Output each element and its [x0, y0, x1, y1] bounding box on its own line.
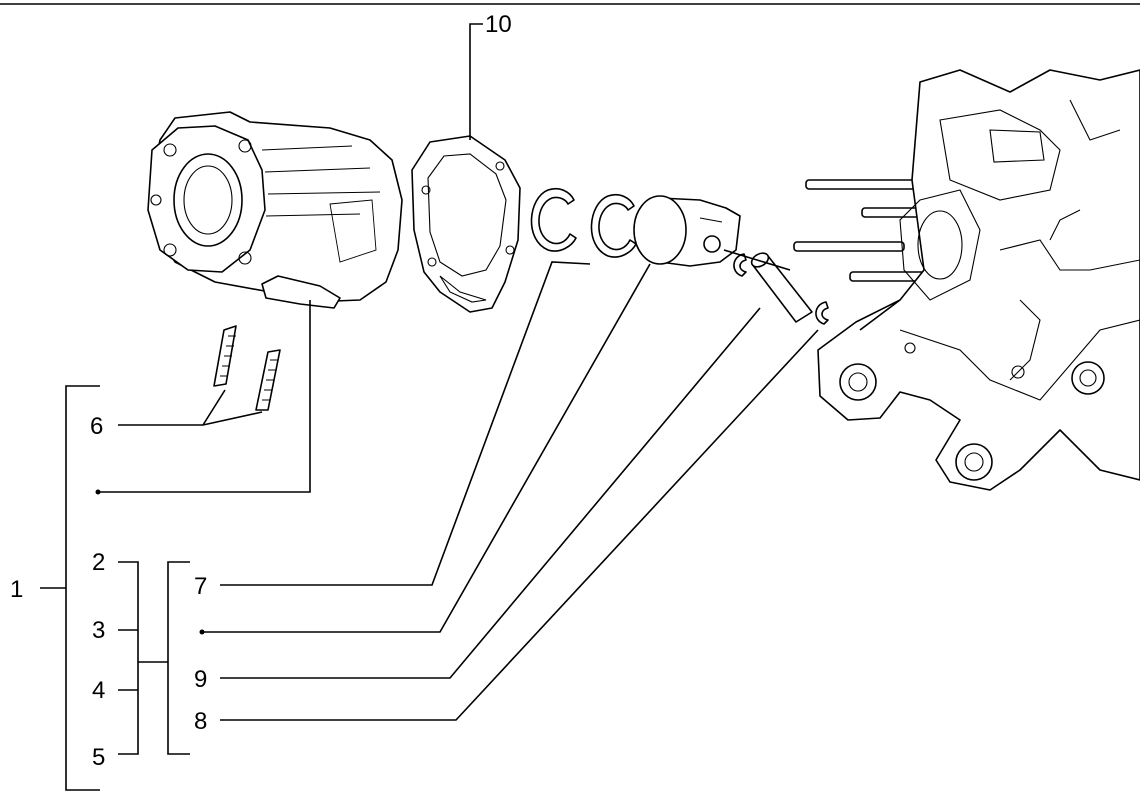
leader-dot-cylinder: [95, 489, 101, 495]
callout-6: 6: [90, 413, 103, 440]
callout-1: 1: [10, 576, 23, 603]
crankcase-part: [817, 69, 1140, 491]
leader-line-piston: [204, 263, 651, 633]
callout-8: 8: [194, 708, 207, 735]
base-gasket-part: [411, 135, 521, 313]
dowel-pins-part: [213, 325, 281, 411]
leader-line-7: [220, 261, 591, 586]
cylinder-part: [147, 111, 403, 309]
callout-10: 10: [485, 11, 512, 38]
bracket-group-1: [65, 385, 100, 791]
callout-4: 4: [92, 677, 105, 704]
piston-ring-2-part: [590, 193, 637, 258]
piston-ring-1-part: [530, 187, 577, 252]
bracket-group-2-5: [118, 561, 168, 755]
piston-part: [633, 195, 741, 267]
circlip-2-part: [815, 301, 829, 325]
circlip-1-part: [733, 253, 747, 277]
callout-2: 2: [92, 549, 105, 576]
callout-9: 9: [194, 666, 207, 693]
leader-line-9: [220, 307, 761, 679]
piston-pin-part: [750, 252, 813, 323]
leader-line-6: [118, 389, 263, 426]
leader-line-cylinder: [100, 300, 311, 493]
leader-line-10: [469, 23, 483, 140]
bracket-group-7-8: [167, 561, 190, 755]
leader-dot-piston: [199, 629, 205, 635]
callout-5: 5: [92, 744, 105, 771]
callout-7: 7: [194, 573, 207, 600]
leader-line-studs: [859, 299, 901, 331]
callout-3: 3: [92, 617, 105, 644]
leader-line-8: [220, 329, 819, 721]
leader-line-clip: [723, 249, 791, 271]
